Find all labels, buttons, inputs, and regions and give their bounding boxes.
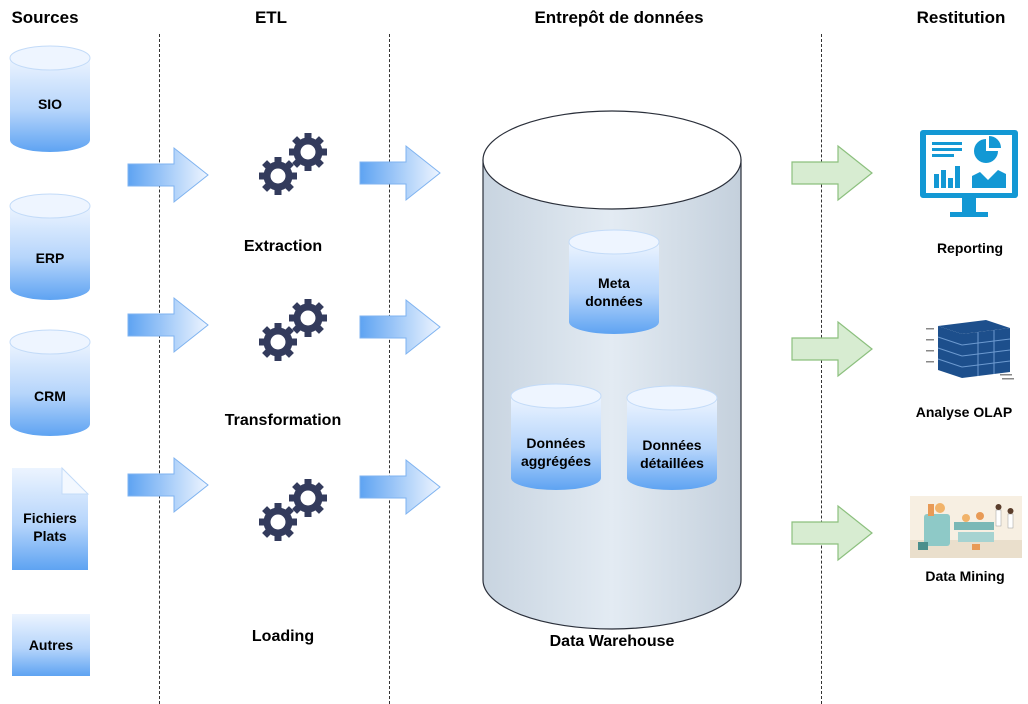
store-aggregated: Données aggrégées [510,383,602,490]
arrow-right-icon [127,146,209,204]
restitution-reporting-label: Reporting [936,240,1004,256]
arrow-right-icon [359,458,441,516]
source-label: Autres [28,637,74,653]
header-warehouse: Entrepôt de données [534,8,704,27]
gears-icon [250,298,340,368]
arrow-right-icon [359,144,441,202]
store-metadata: Meta données [568,229,660,334]
document-shape [12,466,90,570]
arrow-right-icon [791,504,873,562]
store-label: Données détaillées [640,437,704,471]
store-detailed: Données détaillées [626,385,718,490]
box-shape [12,614,90,676]
source-label: Fichiers Plats [23,510,77,544]
source-document-flat-files: Fichiers Plats [12,466,90,570]
source-label: ERP [35,250,65,266]
dashboard-monitor-icon [920,130,1018,217]
divider-etl-warehouse [389,34,390,704]
source-cylinder-erp: ERP [9,193,91,300]
data-mining-illustration-icon [910,496,1022,558]
arrow-right-icon [127,296,209,354]
gears-icon [250,478,340,548]
store-label: Données aggrégées [520,435,592,469]
source-box-others: Autres [12,614,90,676]
divider-warehouse-restitution [821,34,822,704]
cylinder-shape [626,385,718,490]
cylinder-shape [9,193,91,300]
header-etl: ETL [254,8,288,27]
source-label: SIO [37,96,63,112]
arrow-right-icon [791,144,873,202]
cylinder-shape [568,229,660,334]
data-warehouse-cylinder [482,110,742,630]
header-restitution: Restitution [916,8,1006,27]
etl-step-loading: Loading [251,628,315,645]
source-cylinder-sio: SIO [9,45,91,152]
divider-sources-etl [159,34,160,704]
arrow-right-icon [791,320,873,378]
etl-step-extraction: Extraction [243,238,323,255]
store-label: Meta données [585,275,643,309]
restitution-data-mining-label: Data Mining [925,568,1005,584]
arrow-right-icon [127,456,209,514]
cylinder-shape [9,45,91,152]
gears-icon [250,132,340,202]
data-warehouse-label: Data Warehouse [549,633,675,650]
restitution-olap-label: Analyse OLAP [915,404,1013,420]
cylinder-shape [510,383,602,490]
etl-step-transformation: Transformation [224,412,342,429]
source-label: CRM [34,388,66,404]
arrow-right-icon [359,298,441,356]
olap-cube-icon [926,320,1014,380]
cylinder-shape [9,329,91,436]
source-cylinder-crm: CRM [9,329,91,436]
header-sources: Sources [11,8,79,27]
